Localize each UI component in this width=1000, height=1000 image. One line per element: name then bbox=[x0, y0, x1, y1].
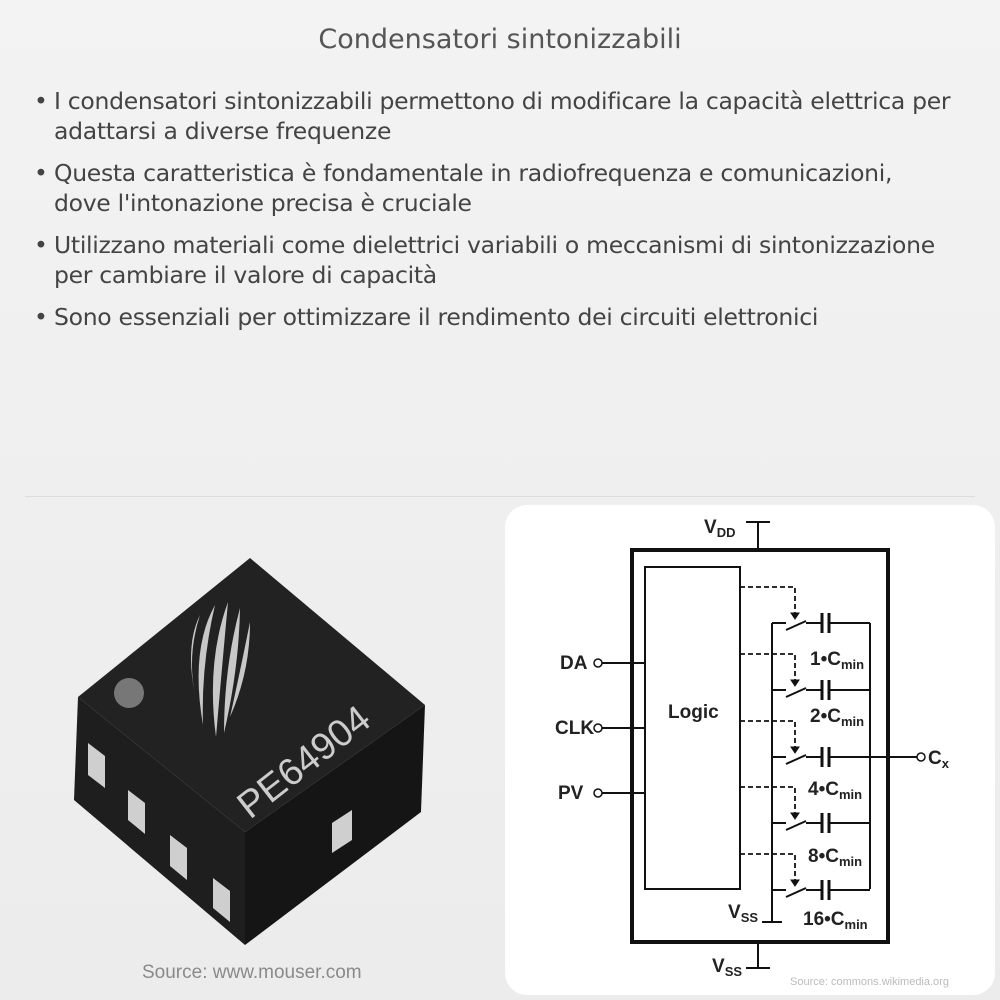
control-line bbox=[740, 720, 796, 751]
bullet-text: Sono essenziali per ottimizzare il rendi… bbox=[54, 303, 819, 331]
control-line bbox=[740, 586, 796, 617]
svg-text:1•Cmin: 1•Cmin bbox=[810, 649, 864, 672]
control-line bbox=[740, 653, 796, 684]
image-source-left: Source: www.mouser.com bbox=[142, 962, 362, 983]
bullet-item: •Questa caratteristica è fondamentale in… bbox=[32, 158, 952, 218]
vss-inner-label: VSS bbox=[728, 902, 758, 925]
arrow-icon bbox=[790, 812, 800, 820]
pin1-dot-icon bbox=[114, 678, 144, 708]
bullet-text: Questa caratteristica è fondamentale in … bbox=[54, 159, 893, 217]
bullet-dot-icon: • bbox=[34, 87, 48, 115]
bullet-item: •Sono essenziali per ottimizzare il rend… bbox=[32, 302, 952, 332]
switch-capacitor-row bbox=[740, 586, 870, 633]
bullet-item: •I condensatori sintonizzabili permetton… bbox=[32, 86, 952, 146]
svg-text:4•Cmin: 4•Cmin bbox=[808, 779, 862, 802]
input-clk: CLK bbox=[555, 718, 594, 739]
chip-pins bbox=[88, 743, 352, 922]
cap-label-1: 1•Cmin bbox=[810, 649, 864, 672]
cap-label-8: 8•Cmin bbox=[808, 846, 862, 869]
switch-capacitor-row bbox=[740, 653, 870, 700]
input-pv: PV bbox=[558, 783, 584, 804]
switch-capacitor-row bbox=[740, 720, 870, 767]
vss-outer-label: VSS bbox=[712, 956, 742, 979]
switch-icon bbox=[785, 820, 807, 831]
svg-text:16•Cmin: 16•Cmin bbox=[803, 909, 868, 932]
svg-text:VDD: VDD bbox=[704, 517, 735, 540]
svg-text:VSS: VSS bbox=[712, 956, 742, 979]
logic-label: Logic bbox=[668, 702, 719, 723]
input-da: DA bbox=[560, 653, 588, 674]
svg-text:2•Cmin: 2•Cmin bbox=[810, 706, 864, 729]
bullet-text: I condensatori sintonizzabili permettono… bbox=[54, 87, 951, 145]
cap-label-4: 4•Cmin bbox=[808, 779, 862, 802]
switch-capacitor-row bbox=[740, 853, 870, 900]
bullet-text: Utilizzano materiali come dielettrici va… bbox=[54, 231, 935, 289]
divider bbox=[25, 496, 975, 497]
control-line bbox=[740, 853, 796, 884]
arrow-icon bbox=[790, 679, 800, 687]
chip-left-face bbox=[74, 697, 245, 945]
switch-icon bbox=[785, 887, 807, 898]
vdd-label: VDD bbox=[704, 517, 735, 540]
arrow-icon bbox=[790, 612, 800, 620]
outer-box bbox=[630, 548, 890, 944]
bullet-dot-icon: • bbox=[34, 231, 48, 259]
switch-icon bbox=[785, 687, 807, 698]
chip-top-face bbox=[78, 558, 425, 832]
bullet-dot-icon: • bbox=[34, 159, 48, 187]
bullet-dot-icon: • bbox=[34, 303, 48, 331]
svg-text:VSS: VSS bbox=[728, 902, 758, 925]
page-title: Condensatori sintonizzabili bbox=[318, 24, 682, 55]
cap-label-16: 16•Cmin bbox=[803, 909, 868, 932]
bullet-list: •I condensatori sintonizzabili permetton… bbox=[32, 86, 952, 344]
output-cx-label: Cx bbox=[928, 748, 950, 771]
chip-logo-icon bbox=[191, 602, 250, 737]
switch-icon bbox=[785, 754, 807, 765]
cap-label-2: 2•Cmin bbox=[810, 706, 864, 729]
arrow-icon bbox=[790, 746, 800, 754]
logic-block bbox=[644, 566, 741, 890]
image-source-right: Source: commons.wikimedia.org bbox=[790, 976, 949, 988]
control-line bbox=[740, 786, 796, 817]
arrow-icon bbox=[790, 879, 800, 887]
switch-icon bbox=[785, 620, 807, 631]
svg-text:Cx: Cx bbox=[928, 748, 950, 771]
svg-text:8•Cmin: 8•Cmin bbox=[808, 846, 862, 869]
switch-capacitor-row bbox=[740, 786, 870, 833]
bullet-item: •Utilizzano materiali come dielettrici v… bbox=[32, 230, 952, 290]
